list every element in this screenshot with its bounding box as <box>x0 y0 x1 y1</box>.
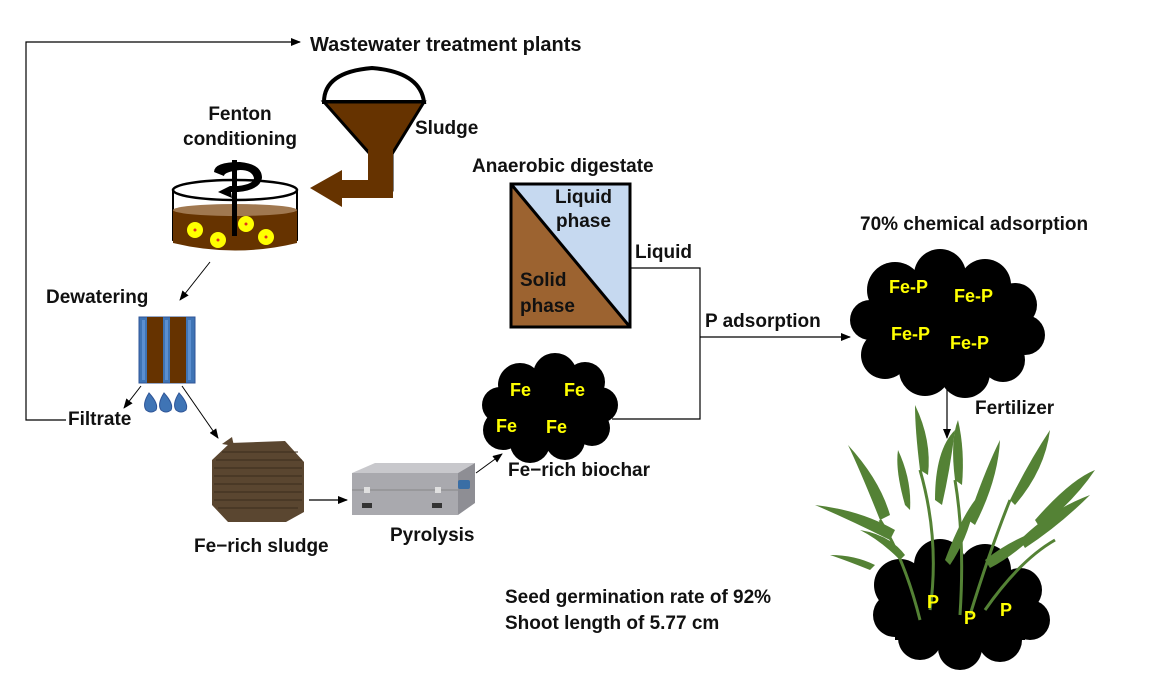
fe-p-label: Fe-P <box>954 286 994 306</box>
soil-p-label: P <box>1000 600 1013 620</box>
filtrate-return-line <box>25 38 301 421</box>
arrow-pyrolysis-to-biochar <box>475 453 503 474</box>
sludge-label: Sludge <box>415 118 479 139</box>
biochar-fe-label: Fe <box>510 380 532 400</box>
fe-p-label: Fe-P <box>889 277 929 297</box>
fe-rich-sludge-cake-icon <box>212 437 304 522</box>
dewatering-label: Dewatering <box>46 287 149 308</box>
liquid-phase-label-line1: Liquid <box>555 187 612 208</box>
fertilizer-label: Fertilizer <box>975 398 1055 419</box>
fe-rich-sludge-label: Fe−rich sludge <box>194 536 329 557</box>
arrow-to-fe-rich-sludge <box>181 385 219 439</box>
pyrolysis-furnace-icon <box>352 463 475 515</box>
fenton-tank-icon <box>171 160 299 251</box>
p-adsorption-label: P adsorption <box>705 311 821 332</box>
biochar-fe-label: Fe <box>564 380 586 400</box>
wwtp-label: Wastewater treatment plants <box>310 34 582 56</box>
anaerobic-digestate-label: Anaerobic digestate <box>472 156 654 177</box>
soil-p-label: P <box>927 592 940 612</box>
filtrate-label: Filtrate <box>68 409 132 430</box>
anaerobic-digestate-box-icon <box>509 182 632 329</box>
fe-rich-biochar-cloud-icon <box>482 353 618 463</box>
pyrolysis-label: Pyrolysis <box>390 525 475 546</box>
shoot-length-label: Shoot length of 5.77 cm <box>505 613 720 634</box>
solid-phase-label-line2: phase <box>520 296 575 317</box>
fe-p-adsorbed-cloud-icon <box>850 249 1045 398</box>
fenton-label-line2: conditioning <box>183 129 297 150</box>
arrow-to-filtrate <box>123 385 142 409</box>
biochar-fe-label: Fe <box>496 416 518 436</box>
germination-rate-label: Seed germination rate of 92% <box>505 587 772 608</box>
fenton-label-line1: Fenton <box>208 104 272 125</box>
soil-p-label: P <box>964 608 977 628</box>
solid-phase-label-line1: Solid <box>520 270 567 291</box>
liquid-line <box>612 267 701 420</box>
arrow-tank-to-dewatering <box>179 261 211 301</box>
liquid-phase-label-line2: phase <box>556 211 611 232</box>
chemical-adsorption-label: 70% chemical adsorption <box>860 214 1089 235</box>
sludge-funnel-icon <box>310 65 427 207</box>
liquid-label: Liquid <box>635 242 692 263</box>
fe-p-label: Fe-P <box>891 324 931 344</box>
fe-p-label: Fe-P <box>950 333 990 353</box>
filtrate-drops-icon <box>144 392 188 413</box>
biochar-fe-label: Fe <box>546 417 568 437</box>
dewatering-filter-icon <box>138 316 196 384</box>
fe-rich-biochar-label: Fe−rich biochar <box>508 460 651 481</box>
plant-seedling-icon <box>815 405 1095 621</box>
